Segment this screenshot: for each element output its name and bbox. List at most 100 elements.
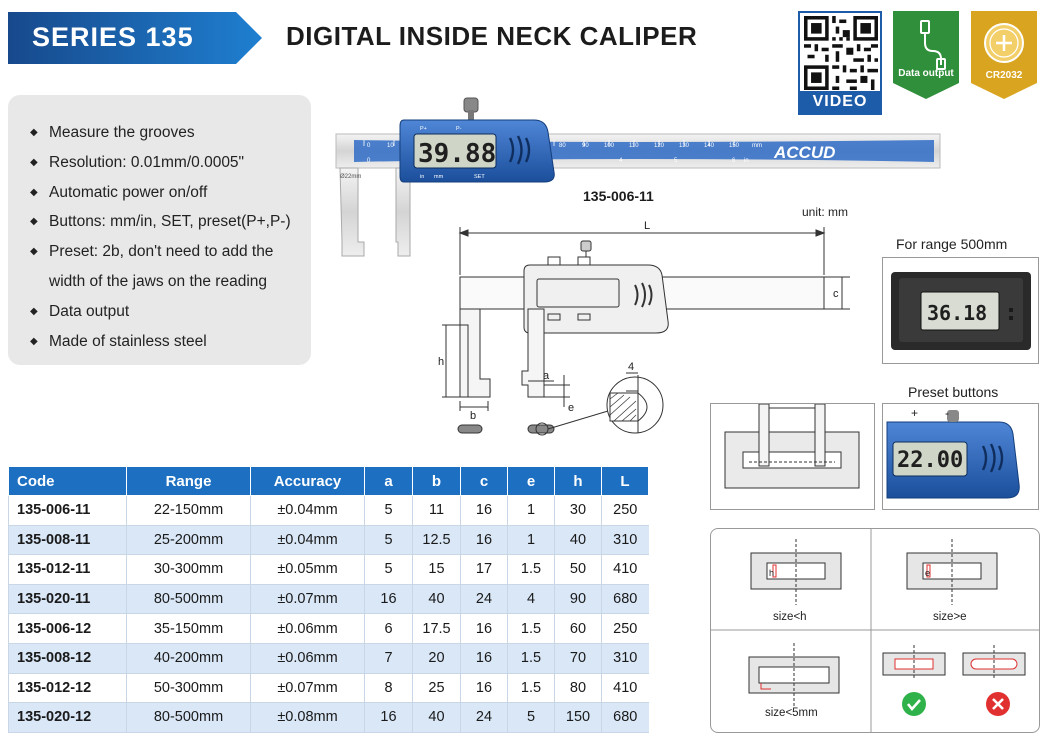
size-caption: size>e <box>933 611 967 623</box>
table-cell: 1.5 <box>507 554 555 585</box>
table-cell: 1 <box>507 495 555 526</box>
table-cell: ±0.06mm <box>250 613 365 644</box>
series-banner: SERIES 135 <box>8 12 264 64</box>
preset-plus-marker: + <box>911 406 918 420</box>
table-cell: 70 <box>554 643 602 674</box>
column-header: L <box>601 466 649 496</box>
button-label: P- <box>456 126 462 132</box>
scale-number: 130 <box>679 143 690 149</box>
table-cell: 30 <box>554 495 602 526</box>
not-ok-cross-icon <box>986 692 1010 716</box>
display-value: 39.88 <box>418 139 496 169</box>
table-cell: 310 <box>601 525 649 556</box>
column-header: b <box>412 466 461 496</box>
table-cell: 250 <box>601 495 649 526</box>
table-cell: 16 <box>460 495 508 526</box>
technical-drawing: L c h b a e 4 <box>438 220 850 436</box>
button-label: SET <box>474 174 485 180</box>
groove-measurement-illustration <box>710 403 875 510</box>
e-marker: e <box>925 568 930 578</box>
model-caption: 135-006-11 <box>583 188 654 204</box>
model-code-cell: 135-020-11 <box>8 584 127 615</box>
feature-item: Measure the grooves <box>30 118 291 148</box>
feature-item: Automatic power on/off <box>30 178 291 208</box>
table-cell: ±0.04mm <box>250 525 365 556</box>
caliper-photo: 0 10 80 90 100 110 120 130 140 150 mm 0 … <box>335 97 941 257</box>
video-qr-badge[interactable]: VIDEO <box>798 11 882 115</box>
ok-check-icon <box>902 692 926 716</box>
table-cell: 150 <box>554 702 602 733</box>
dimension-label: a <box>543 370 550 382</box>
inch-number: 5 <box>674 158 678 164</box>
scale-number: 90 <box>582 143 589 149</box>
table-cell: 5 <box>364 525 413 556</box>
column-header: Range <box>126 466 251 496</box>
scale-number: 0 <box>367 143 371 149</box>
scale-number: 10 <box>387 143 394 149</box>
table-cell: 1.5 <box>507 613 555 644</box>
table-cell: 410 <box>601 673 649 704</box>
feature-item: Preset: 2b, don't need to add the <box>30 237 291 267</box>
table-cell: 40 <box>554 525 602 556</box>
button-label: in <box>420 174 424 180</box>
table-cell: 15 <box>412 554 461 585</box>
model-code-cell: 135-008-12 <box>8 643 127 674</box>
column-header: h <box>554 466 602 496</box>
model-code-cell: 135-012-11 <box>8 554 127 585</box>
size-guide-panel: h e <box>710 528 1040 733</box>
scale-number: 140 <box>704 143 715 149</box>
scale-number: 120 <box>654 143 665 149</box>
preset-buttons-photo: 22.00 + - <box>882 403 1039 510</box>
size-caption: size<5mm <box>765 707 818 719</box>
dimension-label: b <box>470 410 476 422</box>
table-cell: 80-500mm <box>126 584 251 615</box>
table-cell: 20 <box>412 643 461 674</box>
preset-display-value: 22.00 <box>897 448 963 473</box>
table-cell: 4 <box>507 584 555 615</box>
column-header: Accuracy <box>250 466 365 496</box>
inch-number: 4 <box>619 158 623 164</box>
model-code-cell: 135-008-11 <box>8 525 127 556</box>
thumb-grip-icon <box>508 135 531 165</box>
table-cell: 35-150mm <box>126 613 251 644</box>
table-cell: 50 <box>554 554 602 585</box>
table-cell: 1.5 <box>507 643 555 674</box>
feature-item: Made of stainless steel <box>30 327 291 357</box>
table-cell: ±0.05mm <box>250 554 365 585</box>
table-cell: 24 <box>460 702 508 733</box>
table-cell: 40 <box>412 584 461 615</box>
h-marker: h <box>769 568 774 578</box>
scale-number: 110 <box>629 143 639 149</box>
model-code-cell: 135-006-12 <box>8 613 127 644</box>
table-cell: 5 <box>364 554 413 585</box>
table-cell: 16 <box>460 643 508 674</box>
model-code-cell: 135-020-12 <box>8 702 127 733</box>
column-header: e <box>507 466 555 496</box>
column-header: c <box>460 466 508 496</box>
features-panel: Measure the grooves Resolution: 0.01mm/0… <box>8 95 311 365</box>
data-output-badge: Data output <box>893 11 959 99</box>
table-cell: 1.5 <box>507 673 555 704</box>
feature-item: Resolution: 0.01mm/0.0005" <box>30 148 291 178</box>
table-cell: 16 <box>460 525 508 556</box>
table-cell: 250 <box>601 613 649 644</box>
feature-item-continued: width of the jaws on the reading <box>49 272 267 290</box>
dimension-label: 4 <box>628 361 634 373</box>
table-cell: 17.5 <box>412 613 461 644</box>
table-cell: 22-150mm <box>126 495 251 526</box>
range500-label: For range 500mm <box>896 236 1008 252</box>
table-cell: 12.5 <box>412 525 461 556</box>
table-cell: 7 <box>364 643 413 674</box>
table-cell: 60 <box>554 613 602 644</box>
button-label: P+ <box>420 126 427 132</box>
scale-number: 80 <box>559 143 566 149</box>
table-cell: 24 <box>460 584 508 615</box>
table-cell: 25 <box>412 673 461 704</box>
table-cell: ±0.06mm <box>250 643 365 674</box>
button-label: mm <box>434 174 444 180</box>
table-cell: 17 <box>460 554 508 585</box>
table-cell: ±0.07mm <box>250 673 365 704</box>
jaw-label: Ø22mm <box>340 174 361 180</box>
feature-list: Measure the grooves Resolution: 0.01mm/0… <box>30 118 291 356</box>
